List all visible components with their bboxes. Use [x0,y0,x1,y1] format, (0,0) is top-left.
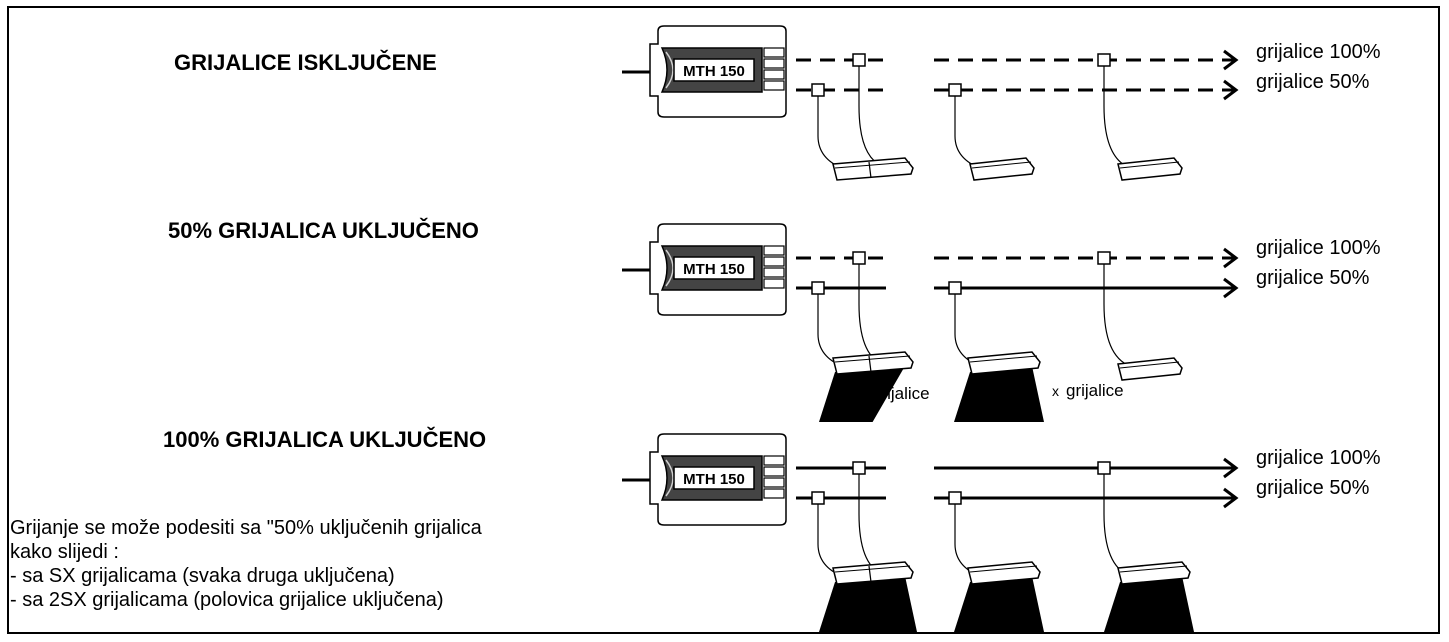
heater-edge [834,161,911,169]
junction-box [811,491,825,505]
label-heaters-100: grijalice 100% [1256,237,1381,259]
junction-box [1097,53,1111,67]
terminal-2 [763,256,785,267]
note-line-1: Grijanje se može podesiti sa "50% uključ… [10,517,482,539]
heater-split [868,565,872,583]
terminal-1 [763,245,785,256]
heater-cable [858,66,883,167]
label-heaters-50: grijalice 50% [1256,71,1370,93]
heater-cable [1103,474,1131,577]
heater-cable [858,474,883,575]
terminal-4 [763,80,785,91]
heater-cable [1103,66,1131,169]
arrow-head [1223,457,1239,479]
controller-label-plate [673,256,755,280]
heater-edge [834,355,911,363]
junction-box [811,281,825,295]
heater-off [1117,157,1183,181]
junction-box [948,281,962,295]
arrow-head [1223,487,1239,509]
heater-edge [971,161,1032,169]
note-line-4: - sa 2SX grijalicama (polovica grijalice… [10,589,444,611]
circuit-row-2: MTH 150 grijalice 100% grijalice 50% [622,223,1381,422]
terminal-4 [763,488,785,499]
junction-box [852,53,866,67]
controller-swirl [665,51,674,89]
label-heaters-100: grijalice 100% [1256,447,1381,469]
overlay-label-left: grijalice [872,384,930,403]
controller-label-plate [673,466,755,490]
junction-box [852,251,866,265]
controller-label: MTH 150 [683,471,745,488]
heater-split [868,161,872,179]
terminal-4 [763,278,785,289]
heater-edge [1119,161,1180,169]
heater-off [1117,357,1183,381]
heater-edge [1119,361,1180,369]
terminal-2 [763,58,785,69]
heat-beam [819,576,917,632]
circuit-row-3: MTH 150 grijalice 100% grijalice 50% [622,433,1381,632]
arrow-head [1223,49,1239,71]
controller-label-plate [673,58,755,82]
terminal-3 [763,267,785,278]
arrow-head [1223,247,1239,269]
terminal-3 [763,477,785,488]
circuit-row-1: MTH 150 grijalice 100% grijalice 50% [622,25,1381,181]
label-heaters-50: grijalice 50% [1256,267,1370,289]
heater-edge [969,355,1038,363]
arrow-head [1223,277,1239,299]
heater-off [832,157,914,181]
heat-beam [819,366,905,422]
heat-beam [1104,576,1194,632]
label-heaters-50: grijalice 50% [1256,477,1370,499]
overlay-label-right: grijalice [1066,381,1124,400]
heading-heaters-off: GRIJALICE ISKLJUČENE [174,50,437,75]
heater-split [868,355,872,373]
terminal-2 [763,466,785,477]
note-line-3: - sa SX grijalicama (svaka druga uključe… [10,565,395,587]
settings-note: Grijanje se može podesiti sa "50% uključ… [10,516,482,612]
heat-beam [954,366,1044,422]
heading-heaters-100: 100% GRIJALICA UKLJUČENO [163,427,487,452]
heater-cable [858,264,883,365]
junction-box [948,83,962,97]
note-line-2: kako slijedi : [10,541,119,563]
arrow-head [1223,79,1239,101]
heading-heaters-50: 50% GRIJALICA UKLJUČENO [168,218,479,243]
terminal-3 [763,69,785,80]
heat-beam [954,576,1044,632]
heater-off [969,157,1035,181]
controller-swirl [665,249,674,287]
heater-cable [817,96,845,170]
heater-edge [969,565,1038,573]
controller-label: MTH 150 [683,261,745,278]
junction-box [1097,461,1111,475]
junction-box [811,83,825,97]
junction-box [1097,251,1111,265]
heater-cable [954,504,983,578]
heater-cable [1103,264,1131,367]
heater-cable [954,294,983,368]
heater-cable [817,294,845,368]
overlay-labels: grijalice x grijalice [872,381,1124,403]
terminal-1 [763,455,785,466]
heater-edge [1119,565,1188,573]
junction-box [948,491,962,505]
diagram-frame [7,6,1440,634]
controller-label: MTH 150 [683,63,745,80]
heater-cable [954,96,983,170]
heater-edge [834,565,911,573]
junction-box [852,461,866,475]
heater-cable [817,504,845,578]
terminal-1 [763,47,785,58]
controller-swirl [665,459,674,497]
label-heaters-100: grijalice 100% [1256,41,1381,63]
overlay-label-fragment: x [1052,383,1059,399]
